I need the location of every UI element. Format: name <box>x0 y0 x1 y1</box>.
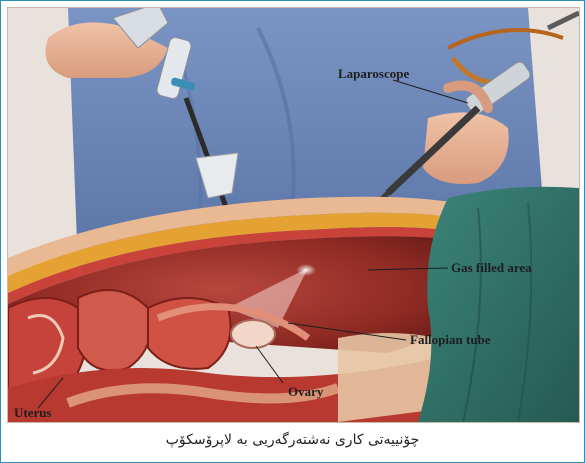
label-gas-filled-area: Gas filled area <box>451 260 532 275</box>
label-laparoscope: Laparoscope <box>338 66 409 81</box>
label-fallopian-tube: Fallopian tube <box>410 332 491 347</box>
laparoscopy-illustration: Laparoscope Gas filled area Fallopian tu… <box>7 7 580 423</box>
figure-caption: چۆنییەتی کاری نەشتەرگەریی بە لاپرۆسکۆپ <box>1 425 584 455</box>
ovary <box>231 320 275 348</box>
label-ovary: Ovary <box>288 384 324 399</box>
label-uterus: Uterus <box>14 405 52 420</box>
surgical-drape <box>418 187 579 422</box>
